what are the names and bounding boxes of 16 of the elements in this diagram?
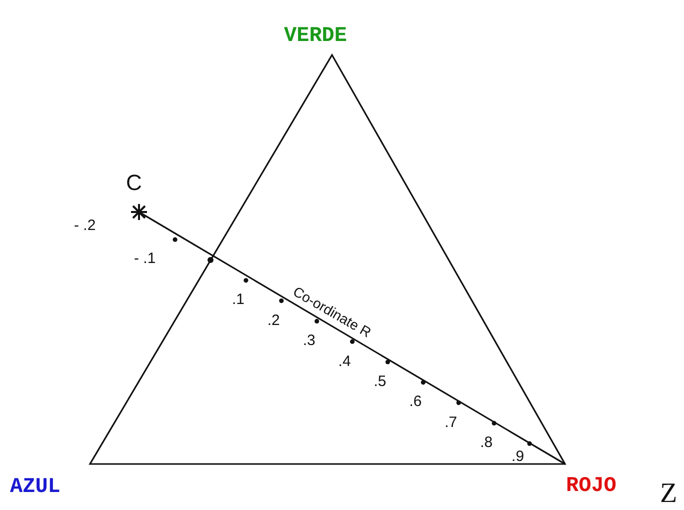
tick-label: .3 xyxy=(302,333,316,348)
tick-label: - .2 xyxy=(74,218,96,233)
vertex-label: AZUL xyxy=(10,477,60,498)
axis-letter: Z xyxy=(660,480,678,508)
tick-label: .7 xyxy=(444,414,458,430)
tick-label: - .1 xyxy=(134,251,156,266)
tick-label: .8 xyxy=(480,435,493,450)
tick-label: .4 xyxy=(338,354,351,369)
tick-label: .1 xyxy=(232,292,244,308)
tick-label: .5 xyxy=(374,374,386,389)
tick-label: .9 xyxy=(512,448,524,464)
vertex-label: ROJO xyxy=(566,476,616,497)
tick-label: .2 xyxy=(267,312,280,328)
point-label: C xyxy=(126,172,142,194)
vertex-label: VERDE xyxy=(284,26,348,47)
tick-label: .6 xyxy=(409,394,422,410)
